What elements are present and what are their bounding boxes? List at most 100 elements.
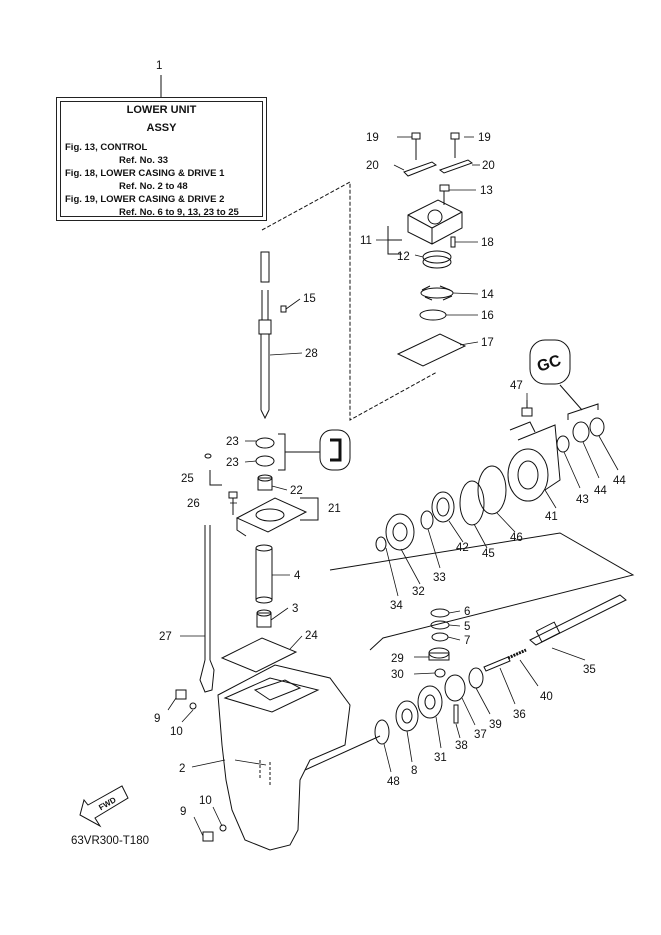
bolt-19-left <box>411 132 421 160</box>
oring-16 <box>419 309 447 321</box>
bracket-21 <box>300 497 319 521</box>
part-number: 4 <box>294 570 301 582</box>
gasket-10-lower <box>219 824 227 832</box>
shim-48 <box>374 719 390 745</box>
drive-shaft-housing-21 <box>235 497 308 537</box>
ref-line: Ref. No. 33 <box>119 155 169 166</box>
part-number: 44 <box>594 485 607 497</box>
assembly-reference-inner-border <box>60 101 263 217</box>
propeller-shaft-35 <box>529 594 627 646</box>
oring-45 <box>459 480 485 526</box>
diagram-code: 63VR300-T180 <box>71 835 149 847</box>
bolt-13 <box>439 184 450 205</box>
plate-20-left <box>403 161 438 177</box>
part-number: 35 <box>583 664 596 676</box>
dog-clutch-37 <box>444 674 466 702</box>
grease-detail-capsule <box>529 339 571 385</box>
part-number-1: 1 <box>156 60 162 72</box>
part-number: 29 <box>391 653 404 665</box>
grommet-3 <box>256 609 272 628</box>
washer-34 <box>375 536 387 552</box>
part-number: 22 <box>290 485 303 497</box>
part-number: 9 <box>180 806 186 818</box>
part-number: 24 <box>305 630 318 642</box>
part-number: 26 <box>187 498 200 510</box>
plate-20-right <box>438 159 474 174</box>
part-number: 25 <box>181 473 194 485</box>
part-number: 37 <box>474 729 487 741</box>
part-number: 43 <box>576 494 589 506</box>
assembly-title: LOWER UNIT <box>126 104 197 116</box>
part-number: 21 <box>328 503 341 515</box>
bearing-housing-41 <box>507 424 561 502</box>
shim-7 <box>431 632 449 642</box>
part-number: 38 <box>455 740 468 752</box>
part-number: 23 <box>226 457 239 469</box>
shift-rod-27 <box>199 525 215 693</box>
part-number: 13 <box>480 185 493 197</box>
seal-detail-shape <box>330 438 342 462</box>
water-tube-4 <box>255 544 273 604</box>
forward-arrow-icon <box>79 785 129 828</box>
part-number: 10 <box>170 726 183 738</box>
woodruff-key-15 <box>280 305 287 313</box>
part-number: 20 <box>482 160 495 172</box>
part-number: 44 <box>613 475 626 487</box>
part-number: 6 <box>464 606 470 618</box>
part-number: 48 <box>387 776 400 788</box>
part-number: 15 <box>303 293 316 305</box>
oil-seal-23-upper <box>255 437 275 449</box>
oil-seal-44-b <box>589 417 605 437</box>
bearing-8 <box>395 700 419 732</box>
part-number: 27 <box>159 631 172 643</box>
part-number: 9 <box>154 713 160 725</box>
impeller-14 <box>420 285 454 301</box>
part-number: 33 <box>433 572 446 584</box>
part-number: 11 <box>360 235 372 247</box>
part-number: 36 <box>513 709 526 721</box>
part-number: 40 <box>540 691 553 703</box>
part-number: 32 <box>412 586 425 598</box>
frame-line <box>329 532 635 651</box>
part-number: 8 <box>411 765 417 777</box>
bracket-47 <box>509 421 536 433</box>
drain-screw-9-upper <box>175 689 187 700</box>
bolt-26 <box>228 491 238 515</box>
ref-line: Fig. 13, CONTROL <box>65 142 148 153</box>
ref-line: Ref. No. 2 to 48 <box>119 181 188 192</box>
reverse-gear-32 <box>385 513 415 551</box>
bracket-25 <box>209 470 222 486</box>
part-number: 5 <box>464 621 470 633</box>
oil-seal-23-lower <box>255 455 275 467</box>
part-number: 2 <box>179 763 185 775</box>
part-number: 19 <box>366 132 379 144</box>
pin-25 <box>204 453 212 459</box>
part-number: 17 <box>481 337 494 349</box>
part-number: 47 <box>510 380 523 392</box>
pin-18 <box>450 236 456 248</box>
bracket-44 <box>567 403 599 420</box>
forward-gear-31 <box>417 685 443 719</box>
frame-line <box>261 181 438 421</box>
bolt-47 <box>521 400 533 417</box>
part-number: 14 <box>481 289 494 301</box>
part-number: 42 <box>456 542 469 554</box>
oring-46 <box>477 465 507 515</box>
part-number: 12 <box>397 251 410 263</box>
nut-30 <box>434 668 446 678</box>
bolt-19-right <box>450 132 460 158</box>
bushing-22 <box>257 474 273 491</box>
drive-shaft-28 <box>258 251 272 420</box>
water-pump-housing <box>407 199 463 245</box>
seal-detail-capsule <box>319 429 351 471</box>
plunger-36 <box>483 656 511 672</box>
gasket-24 <box>220 637 298 673</box>
pinion-29 <box>428 647 450 661</box>
oil-seal-43 <box>556 435 570 453</box>
spring-40 <box>507 648 527 660</box>
gasket-10-upper <box>189 702 197 710</box>
leader-lines <box>167 136 619 837</box>
cross-pin-ring-39 <box>468 667 484 689</box>
part-number: 3 <box>292 603 298 615</box>
